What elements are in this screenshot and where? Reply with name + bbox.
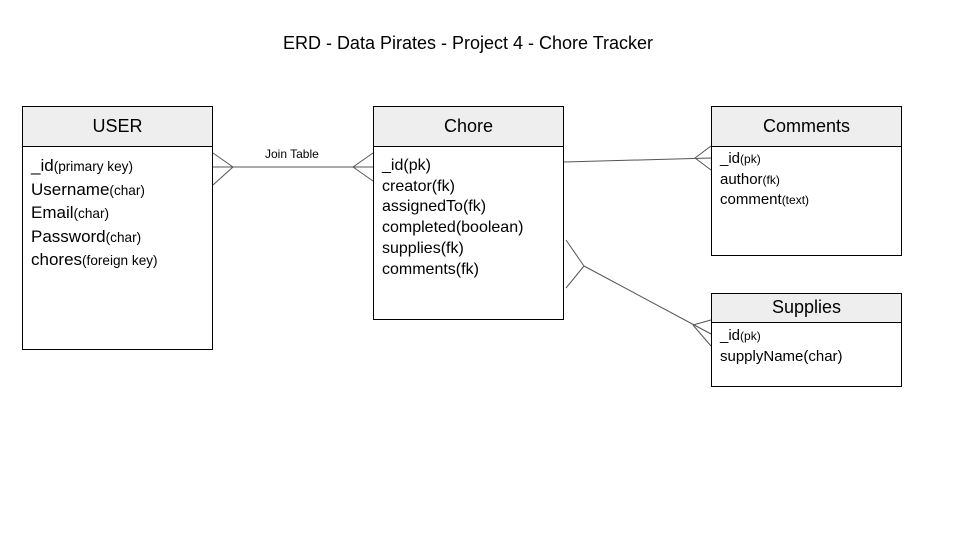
attribute: _id(pk) (720, 150, 761, 167)
attribute: completed(boolean) (382, 219, 524, 237)
chore-supplies-crowfoot (565, 239, 585, 289)
diagram-title: ERD - Data Pirates - Project 4 - Chore T… (282, 33, 654, 53)
attribute: creator(fk) (382, 177, 455, 195)
entity-header: USER (23, 107, 212, 147)
chore-comments-line (563, 157, 712, 163)
attribute: supplyName(char) (720, 347, 843, 365)
attribute: _id(primary key) (31, 156, 133, 175)
comments-side-crowfoot (694, 145, 712, 171)
attribute: chores(foreign key) (31, 250, 158, 269)
attribute-list: _id(pk) supplyName(char) (712, 323, 901, 367)
supplies-side-crowfoot (692, 319, 712, 347)
join-table-label: Join Table (265, 147, 319, 161)
entity-chore: Chore _id(pk) creator(fk) assignedTo(fk)… (373, 106, 564, 320)
attribute: Username(char) (31, 179, 145, 199)
attribute-list: _id(pk) author(fk) comment(text) (712, 147, 901, 211)
attribute: supplies(fk) (382, 239, 464, 257)
chore-supplies-line (583, 265, 712, 335)
chore-side-crowfoot (352, 152, 374, 182)
attribute: Password(char) (31, 226, 142, 246)
attribute-list: _id(primary key) Username(char) Email(ch… (23, 147, 212, 273)
entity-supplies: Supplies _id(pk) supplyName(char) (711, 293, 902, 387)
attribute: comment(text) (720, 191, 810, 209)
user-side-crowfoot (212, 152, 234, 186)
attribute: Email(char) (31, 203, 110, 222)
entity-header: Chore (374, 107, 563, 147)
attribute: assignedTo(fk) (382, 198, 487, 216)
entity-comments: Comments _id(pk) author(fk) comment(text… (711, 106, 902, 256)
attribute: comments(fk) (382, 260, 479, 278)
attribute: _id(pk) (720, 327, 761, 344)
entity-header: Comments (712, 107, 901, 147)
entity-user: USER _id(primary key) Username(char) Ema… (22, 106, 213, 350)
entity-header: Supplies (712, 294, 901, 323)
attribute: _id(pk) (382, 157, 431, 174)
attribute-list: _id(pk) creator(fk) assignedTo(fk) compl… (374, 147, 563, 280)
attribute: author(fk) (720, 170, 780, 188)
